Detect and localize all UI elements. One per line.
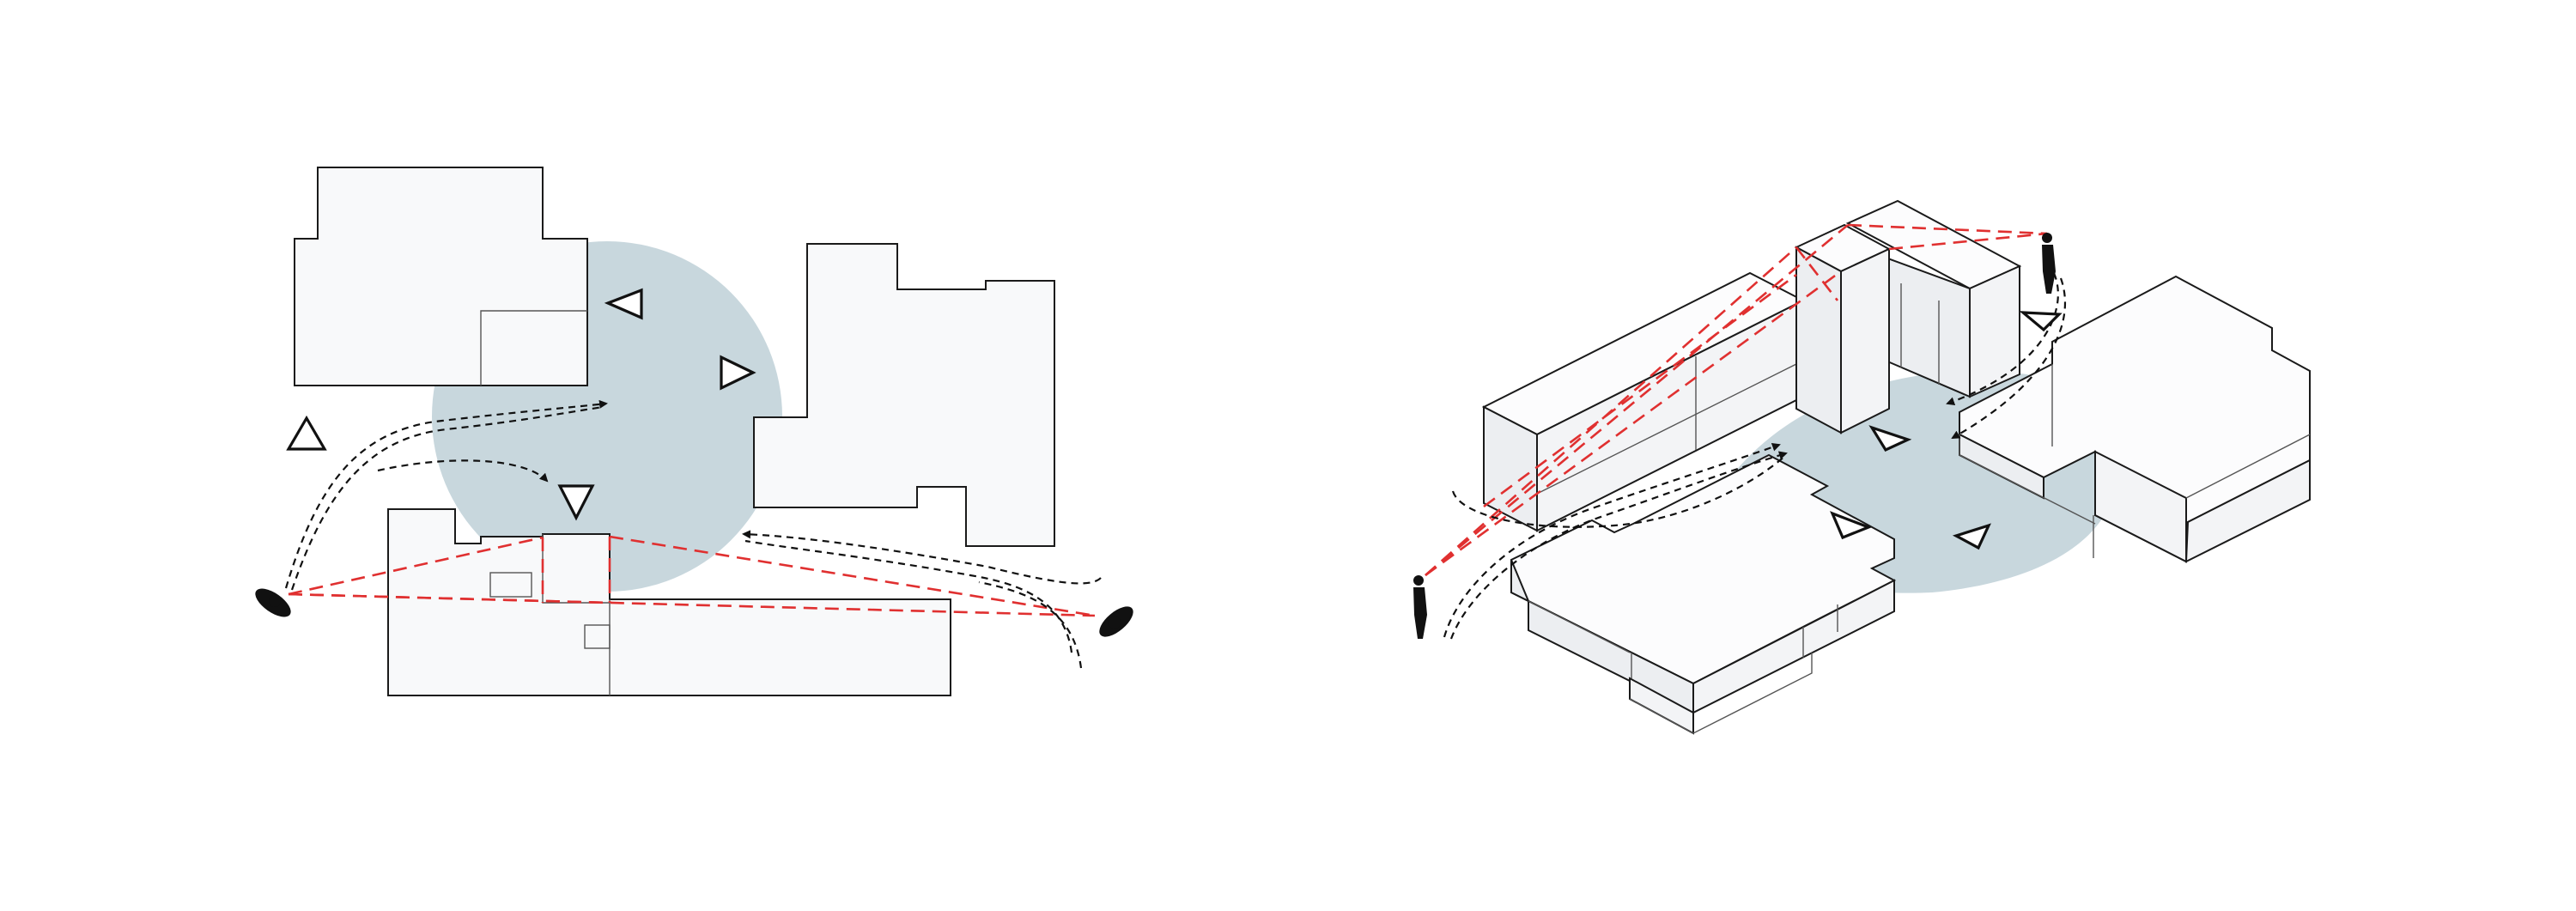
plan-building-northwest-inner: [480, 310, 587, 386]
view-triangle-icon: [2019, 311, 2063, 332]
axo-movement-paths: [1443, 272, 2067, 640]
axo-building-long-bar: [1481, 271, 1806, 532]
axo-building-tower: [1794, 223, 1892, 434]
plan-building-northwest: [294, 167, 588, 386]
person-figure-icon: [2042, 233, 2056, 294]
axo-building-back-wing: [1845, 199, 2022, 398]
axo-building-front: [1510, 453, 1897, 735]
person-figure-icon: [1413, 575, 1427, 639]
axonometric-diagram: [1413, 199, 2311, 735]
plan-diagram: [255, 167, 1133, 696]
plan-viewers: [255, 588, 1133, 637]
plan-building-south-opening: [489, 572, 532, 598]
axo-sightlines: [1425, 223, 2048, 577]
view-triangle-icon: [557, 484, 595, 521]
person-figure-icon: [1099, 606, 1133, 637]
plan-view-triangles: [286, 288, 756, 521]
person-figure-icon: [255, 588, 291, 617]
view-triangle-icon: [286, 415, 327, 451]
view-triangle-icon: [1830, 511, 1873, 540]
axo-view-triangles: [1830, 311, 2063, 550]
view-triangle-icon: [604, 288, 643, 320]
view-triangle-icon: [1952, 523, 1991, 550]
axo-building-east: [1959, 275, 2311, 563]
view-triangle-icon: [1868, 425, 1912, 452]
view-triangle-icon: [720, 355, 756, 391]
plan-movement-paths: [284, 399, 1102, 669]
plan-building-south-bay: [584, 624, 611, 649]
axo-viewers: [1413, 233, 2056, 639]
plan-sightlines: [288, 535, 1096, 617]
plan-building-east: [753, 243, 1055, 547]
